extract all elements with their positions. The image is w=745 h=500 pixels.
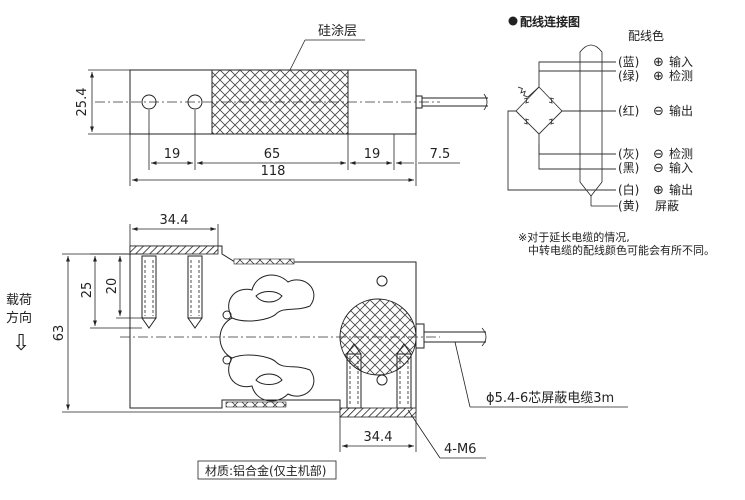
dim-bottom-width: 34.4 <box>364 430 393 445</box>
wire-function: 输出 <box>669 103 693 118</box>
wheatstone-bridge <box>515 86 563 135</box>
material-box <box>197 460 337 480</box>
wire-function: 输入 <box>669 54 693 69</box>
dim-63: 63 <box>52 325 67 342</box>
wire-color: (黑) <box>618 161 639 175</box>
wiring-title: 配线连接图 <box>520 14 580 29</box>
dim-seg1: 19 <box>164 147 181 162</box>
cable-label: ϕ5.4-6芯屏蔽电缆3m <box>486 390 614 406</box>
wiring-color-header: 配线色 <box>628 29 664 43</box>
wire-sign: ⊕ <box>653 69 664 84</box>
material-label: 材质:铝合金(仅主机部) <box>205 463 326 478</box>
wire-color: (红) <box>618 103 639 118</box>
wire-sign: ⊕ <box>653 55 664 70</box>
dim-height: 25.4 <box>75 88 90 117</box>
front-view: 34.4 25 20 63 34.4 载荷 方向 ⇩ ϕ5.4-6芯屏蔽电缆3m… <box>6 213 628 480</box>
wire-color: (灰) <box>618 147 639 161</box>
left-bolt <box>141 255 157 329</box>
wire-function: 输出 <box>669 182 693 197</box>
right-bolt <box>396 343 412 409</box>
dim-total: 118 <box>261 164 286 179</box>
wiring-note-line1: ※对于延长电缆的情况, <box>518 230 630 244</box>
dim-20: 20 <box>105 278 120 295</box>
dim-seg4: 7.5 <box>430 147 451 162</box>
right-bolt <box>346 343 362 409</box>
wire-sign: ⊕ <box>653 183 664 198</box>
wire-color: (蓝) <box>618 55 639 69</box>
dim-25: 25 <box>80 282 95 299</box>
wire-sign: ⊖ <box>653 104 664 119</box>
wire-function: 检测 <box>669 146 693 161</box>
top-mount-pad <box>129 245 219 255</box>
left-bolt <box>187 255 203 329</box>
wire-sign: ⊖ <box>653 147 664 162</box>
wire-color: (黄) <box>618 199 639 213</box>
wire-sign: ⊖ <box>653 161 664 176</box>
dim-seg2: 65 <box>264 147 281 162</box>
strain-cutout <box>219 274 315 402</box>
wire-color: (绿) <box>618 68 639 83</box>
mount-hole <box>187 94 203 110</box>
mount-hole <box>141 94 157 110</box>
wire-function: 输入 <box>669 160 693 175</box>
load-arrow-icon: ⇩ <box>12 331 30 356</box>
top-view: 硅涂层 25.4 19 65 19 7.5 118 <box>75 23 488 186</box>
coating-label: 硅涂层 <box>318 23 357 39</box>
wire-function: 屏蔽 <box>655 199 679 213</box>
wiring-note-line2: 中转电缆的配线颜色可能会有所不同。 <box>528 243 715 257</box>
thread-label: 4-M6 <box>444 442 476 457</box>
bullet-icon <box>508 16 518 26</box>
dim-seg3: 19 <box>364 147 381 162</box>
wire-color: (白) <box>618 182 639 197</box>
wiring-diagram: 配线连接图 配线色 (蓝) ⊕ 输入 (绿) ⊕ <box>507 14 715 257</box>
dim-top-width: 34.4 <box>160 213 189 228</box>
bottom-mount-pad <box>339 407 417 418</box>
load-direction-line1: 载荷 <box>6 293 32 308</box>
load-direction-line2: 方向 <box>6 310 32 326</box>
wire-function: 检测 <box>669 68 693 83</box>
